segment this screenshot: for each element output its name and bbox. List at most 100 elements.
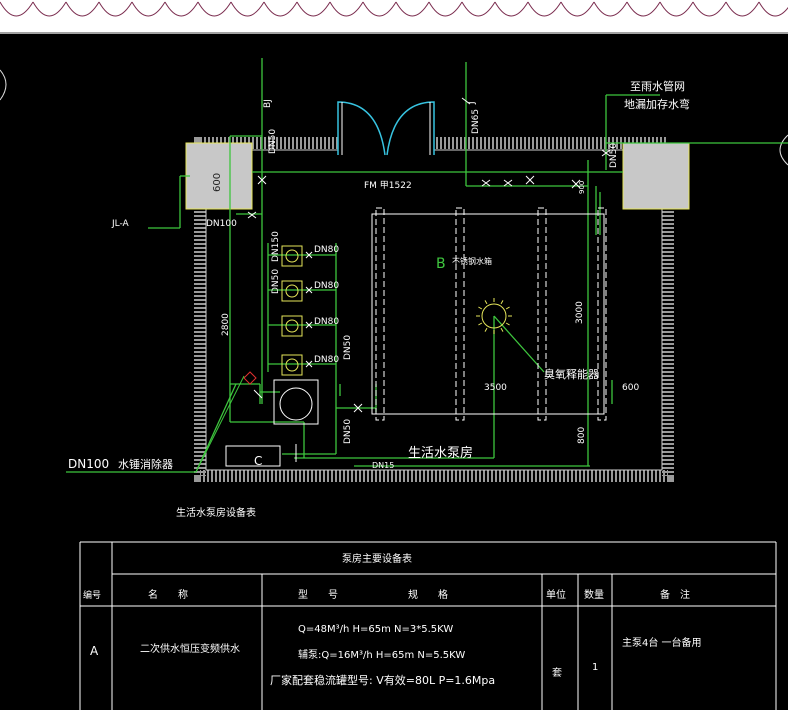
label-dn65-top: DN65 xyxy=(471,109,481,134)
th-unit: 单位 xyxy=(546,588,566,601)
arc-segment xyxy=(32,1,67,17)
left-arc xyxy=(0,69,7,101)
label-bj: BJ xyxy=(263,99,273,108)
th-name: 名 称 xyxy=(148,588,188,601)
base-c xyxy=(225,445,281,467)
row-a-spec-3: 厂家配套稳流罐型号: V有效=80L P=1.6Mpa xyxy=(270,673,495,687)
arc-segment xyxy=(395,1,430,17)
valves xyxy=(247,97,611,462)
label-to-rain: 至雨水管网 xyxy=(630,79,685,93)
arc-segment xyxy=(197,1,232,17)
ozone-ray xyxy=(478,306,483,310)
arc-segment xyxy=(164,1,199,17)
th-spec: 规 格 xyxy=(408,588,448,601)
arc-segment xyxy=(692,1,727,17)
water-tank xyxy=(371,207,607,421)
door-leaf-left xyxy=(337,101,386,156)
arc-segment xyxy=(329,1,364,17)
label-dn50-right: DN50 xyxy=(609,143,619,168)
th-id: 编号 xyxy=(83,589,101,601)
label-dn15: DN15 xyxy=(372,461,394,470)
ozone-ray xyxy=(484,327,488,332)
row-a-name: 二次供水恒压变频供水 xyxy=(140,642,240,655)
arc-segment xyxy=(296,1,331,17)
label-tank-letter: B xyxy=(436,256,446,272)
equipment-table xyxy=(79,541,777,710)
arc-segment xyxy=(65,1,100,17)
label-dim-3500: 3500 xyxy=(484,383,507,393)
label-dim-3000: 3000 xyxy=(575,301,585,324)
label-ozone: 臭氧释能器 xyxy=(544,367,599,381)
label-dn50-low: DN50 xyxy=(343,419,353,444)
label-letter-c: C xyxy=(254,454,262,468)
ozone-ray xyxy=(478,322,483,326)
table-caption: 生活水泵房设备表 xyxy=(176,506,256,519)
label-dn80-2: DN80 xyxy=(314,281,339,291)
arc-segment xyxy=(560,1,595,17)
door-leaf-right xyxy=(386,101,435,156)
row-a-spec-2: 辅泵:Q=16M³/h H=65m N=5.5KW xyxy=(298,648,465,661)
label-dn80-4: DN80 xyxy=(314,355,339,365)
label-dim-2800: 2800 xyxy=(221,313,231,336)
label-dim-600-right: 600 xyxy=(622,383,639,393)
arc-segment xyxy=(362,1,397,17)
th-model: 型 号 xyxy=(298,588,338,601)
row-a-spec-1: Q=48M³/h H=65m N=3*5.5KW xyxy=(298,624,453,635)
water-hammer-arrestor-icon xyxy=(243,371,257,385)
arc-segment xyxy=(527,1,562,17)
ozone-ray xyxy=(500,327,504,332)
door-opening xyxy=(338,137,434,157)
row-a-qty: 1 xyxy=(592,662,598,673)
top-arc-strip xyxy=(0,1,788,17)
ozone-ray xyxy=(505,306,510,310)
row-a-id: A xyxy=(90,644,99,658)
dim-600-left: 600 xyxy=(212,173,223,192)
label-tank: 不锈钢水箱 xyxy=(452,256,492,266)
right-arc xyxy=(779,134,788,166)
row-a-note: 主泵4台 一台备用 xyxy=(622,636,702,649)
label-jl-a: JL-A xyxy=(111,219,130,229)
right-sump xyxy=(622,142,690,210)
label-floor-drain: 地漏加存水弯 xyxy=(624,97,690,111)
arc-segment xyxy=(0,1,34,17)
label-dn50-pump: DN50 xyxy=(271,269,281,294)
ozone-sterilizer xyxy=(476,298,512,334)
table-title: 泵房主要设备表 xyxy=(342,552,412,565)
arc-segment xyxy=(758,1,788,17)
arc-segment xyxy=(98,1,133,17)
label-dn150: DN150 xyxy=(271,231,281,262)
left-sump xyxy=(185,142,253,210)
label-dn50-mid: DN50 xyxy=(343,335,353,360)
label-dim-800: 800 xyxy=(577,427,587,444)
label-j: J xyxy=(467,101,477,105)
label-room: 生活水泵房 xyxy=(408,445,473,461)
label-dn100-hammer: DN100 xyxy=(68,457,109,471)
label-dn50-top: DN50 xyxy=(268,129,278,154)
arc-segment xyxy=(461,1,496,17)
label-hammer: 水锤消除器 xyxy=(118,457,173,471)
row-a-unit: 套 xyxy=(552,666,562,679)
arc-segment xyxy=(263,1,298,17)
ozone-ray xyxy=(505,322,510,326)
label-dn100: DN100 xyxy=(206,219,237,229)
pumps xyxy=(273,245,319,425)
label-dn80-1: DN80 xyxy=(314,245,339,255)
arc-segment xyxy=(725,1,760,17)
ozone-ray xyxy=(484,300,488,305)
pipework xyxy=(66,58,788,473)
arc-segment xyxy=(659,1,694,17)
arc-segment xyxy=(428,1,463,17)
arc-segment xyxy=(593,1,628,17)
pump-valves xyxy=(305,251,313,368)
th-note: 备 注 xyxy=(660,588,690,601)
label-900: 900 xyxy=(578,181,586,194)
label-dn80-3: DN80 xyxy=(314,317,339,327)
ozone-ray xyxy=(500,300,504,305)
arc-segment xyxy=(494,1,529,17)
arc-segment xyxy=(230,1,265,17)
th-qty: 数量 xyxy=(584,588,604,601)
arc-segment xyxy=(626,1,661,17)
arc-segment xyxy=(131,1,166,17)
label-fm: FM 甲1522 xyxy=(364,180,412,191)
